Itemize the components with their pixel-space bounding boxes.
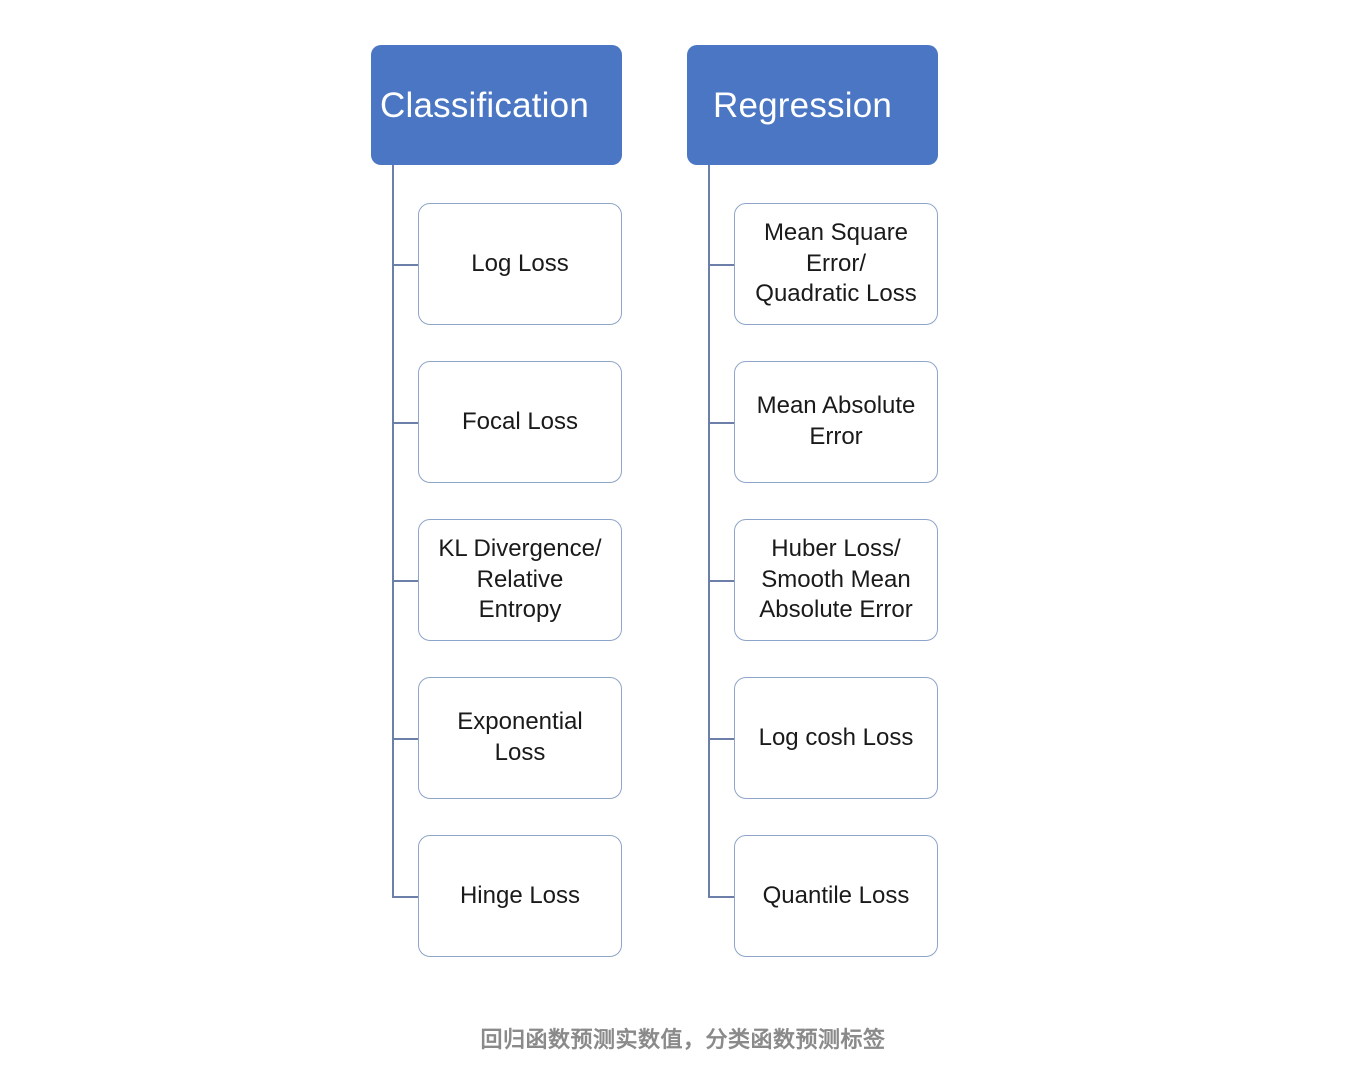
leaf-node-kl-divergence[interactable]: KL Divergence/ Relative Entropy bbox=[418, 519, 622, 641]
leaf-node-exponential-loss[interactable]: Exponential Loss bbox=[418, 677, 622, 799]
leaf-node-hinge-loss[interactable]: Hinge Loss bbox=[418, 835, 622, 957]
connector-branch-classification-2 bbox=[392, 422, 418, 424]
leaf-node-quantile-loss[interactable]: Quantile Loss bbox=[734, 835, 938, 957]
connector-branch-classification-1 bbox=[392, 264, 418, 266]
leaf-label-mean-absolute-error: Mean Absolute Error bbox=[756, 392, 916, 450]
leaf-node-log-cosh-loss[interactable]: Log cosh Loss bbox=[734, 677, 938, 799]
leaf-label-quantile-loss: Quantile Loss bbox=[762, 881, 910, 909]
leaf-node-focal-loss[interactable]: Focal Loss bbox=[418, 361, 622, 483]
leaf-node-log-loss[interactable]: Log Loss bbox=[418, 203, 622, 325]
leaf-label-exponential-loss: Exponential Loss bbox=[457, 708, 583, 766]
connector-branch-regression-5 bbox=[708, 896, 734, 898]
header-node-classification[interactable]: Classification bbox=[371, 45, 622, 165]
leaf-node-mean-square-error[interactable]: Mean Square Error/ Quadratic Loss bbox=[734, 203, 938, 325]
leaf-label-mean-square-error: Mean Square Error/ Quadratic Loss bbox=[755, 218, 917, 308]
leaf-label-kl-divergence: KL Divergence/ Relative Entropy bbox=[438, 534, 602, 624]
header-node-regression[interactable]: Regression bbox=[687, 45, 938, 165]
leaf-node-mean-absolute-error[interactable]: Mean Absolute Error bbox=[734, 361, 938, 483]
connector-spine-regression bbox=[708, 165, 710, 898]
connector-branch-classification-5 bbox=[392, 896, 418, 898]
leaf-label-log-loss: Log Loss bbox=[471, 249, 569, 277]
connector-branch-regression-1 bbox=[708, 264, 734, 266]
leaf-label-huber-loss: Huber Loss/ Smooth Mean Absolute Error bbox=[759, 534, 913, 624]
leaf-label-hinge-loss: Hinge Loss bbox=[459, 881, 581, 909]
leaf-label-focal-loss: Focal Loss bbox=[461, 407, 579, 435]
header-label-regression: Regression bbox=[713, 85, 893, 125]
connector-branch-regression-3 bbox=[708, 580, 734, 582]
diagram-caption: 回归函数预测实数值，分类函数预测标签 bbox=[480, 1027, 886, 1052]
connector-branch-regression-4 bbox=[708, 738, 734, 740]
connector-spine-classification bbox=[392, 165, 394, 898]
leaf-label-log-cosh-loss: Log cosh Loss bbox=[758, 723, 914, 751]
connector-branch-classification-3 bbox=[392, 580, 418, 582]
connector-branch-regression-2 bbox=[708, 422, 734, 424]
connector-branch-classification-4 bbox=[392, 738, 418, 740]
header-label-classification: Classification bbox=[380, 85, 589, 125]
leaf-node-huber-loss[interactable]: Huber Loss/ Smooth Mean Absolute Error bbox=[734, 519, 938, 641]
